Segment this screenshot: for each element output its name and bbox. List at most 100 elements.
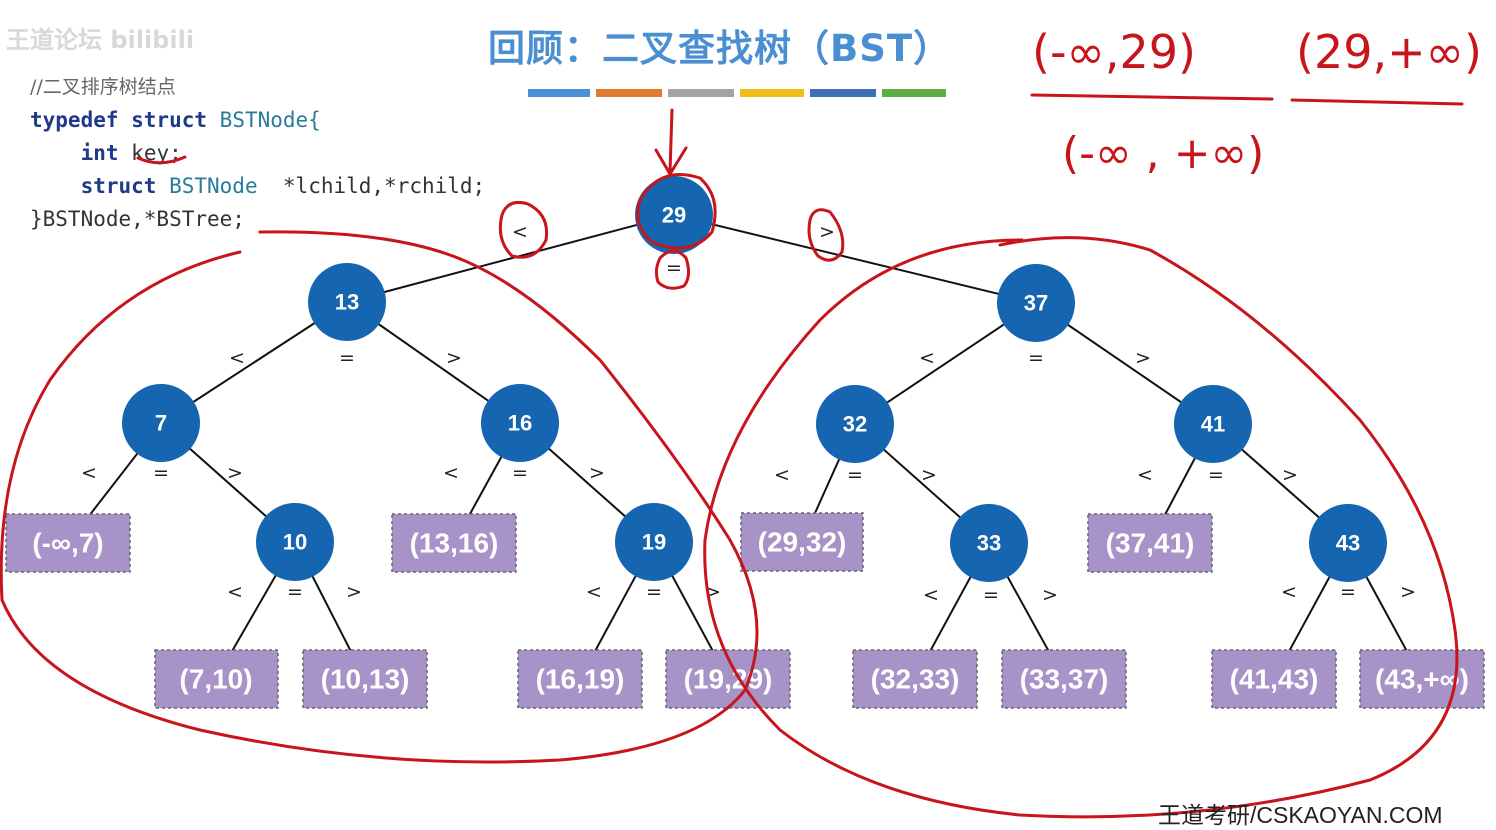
node-key: 7 <box>155 411 167 436</box>
interval-label: (13,16) <box>410 528 499 559</box>
red-circle-root <box>636 173 717 250</box>
tree-node: 41 <box>1174 385 1252 463</box>
interval-leaf: (29,32) <box>740 512 864 572</box>
tree-node: 13 <box>308 263 386 341</box>
greater-than-label: > <box>227 462 243 484</box>
tree-node: 7 <box>122 384 200 462</box>
tree-node: 10 <box>256 503 334 581</box>
equal-label: = <box>512 462 528 484</box>
interval-label: (10,13) <box>321 664 410 695</box>
interval-leaf: (7,10) <box>154 649 279 709</box>
red-key-underline <box>136 155 187 165</box>
node-key: 43 <box>1336 531 1360 556</box>
color-bar <box>528 89 590 97</box>
less-than-label: < <box>227 581 243 603</box>
interval-label: (37,41) <box>1106 528 1195 559</box>
red-underline-right-range <box>1290 98 1464 106</box>
red-loop-right-subtree <box>703 236 1459 819</box>
red-circle-less <box>498 200 549 259</box>
red-circle-equal <box>654 249 691 290</box>
color-bar <box>810 89 876 97</box>
code-keyword: typedef struct <box>30 108 208 132</box>
interval-label: (29,32) <box>758 527 847 558</box>
color-bar <box>596 89 662 97</box>
interval-leaf: (13,16) <box>391 513 517 573</box>
less-than-label: < <box>1137 464 1153 486</box>
equal-label: = <box>1028 347 1044 369</box>
code-keyword: struct <box>80 174 157 198</box>
node-key: 32 <box>843 412 867 437</box>
less-than-label: < <box>81 462 97 484</box>
leaf-intervals: (-∞,7) (13,16) (29,32) (37,41) (7,10) (1… <box>5 512 1485 709</box>
less-than-label: < <box>923 584 939 606</box>
footer-brand: 王道考研/CSKAOYAN.COM <box>1158 802 1443 828</box>
tree-node: 29 <box>635 176 713 254</box>
tree-node: 16 <box>481 384 559 462</box>
interval-leaf: (33,37) <box>1001 649 1127 709</box>
color-bar <box>668 89 734 97</box>
tree-edge <box>346 214 675 303</box>
greater-than-label: > <box>921 464 937 486</box>
equal-label: = <box>1340 581 1356 603</box>
less-than-label: < <box>774 464 790 486</box>
handwritten-annotations: (-∞,29) (29,+∞) (-∞ , +∞) <box>0 25 1482 819</box>
slide-title: 回顾：二叉查找树（BST） <box>488 27 952 70</box>
tree-node: 33 <box>950 504 1028 582</box>
equal-label: = <box>153 462 169 484</box>
greater-than-label: > <box>1400 581 1416 603</box>
code-type: BSTNode <box>169 174 258 198</box>
greater-than-label: > <box>1135 347 1151 369</box>
equal-label: = <box>287 581 303 603</box>
less-than-label: < <box>512 221 528 243</box>
node-key: 29 <box>662 203 686 228</box>
node-key: 33 <box>977 531 1001 556</box>
tree-node: 19 <box>615 503 693 581</box>
interval-label: (41,43) <box>1230 664 1319 695</box>
interval-label: (19,29) <box>684 664 773 695</box>
interval-label: (16,19) <box>536 664 625 695</box>
interval-leaf: (-∞,7) <box>5 513 131 573</box>
greater-than-label: > <box>819 221 835 243</box>
color-bar <box>740 89 804 97</box>
less-than-label: < <box>586 581 602 603</box>
interval-leaf: (32,33) <box>852 649 978 709</box>
full-range-annotation: (-∞ , +∞) <box>1062 128 1264 179</box>
equal-label: = <box>1208 464 1224 486</box>
interval-label: (-∞,7) <box>32 528 103 559</box>
code-comment: //二叉排序树结点 <box>30 76 176 98</box>
less-than-label: < <box>1281 581 1297 603</box>
left-range-annotation: (-∞,29) <box>1032 25 1196 79</box>
interval-leaf: (10,13) <box>302 649 428 709</box>
code-keyword: int <box>80 141 119 165</box>
greater-than-label: > <box>1042 584 1058 606</box>
greater-than-label: > <box>589 462 605 484</box>
red-loop-left-subtree <box>0 230 759 764</box>
less-than-label: < <box>919 347 935 369</box>
interval-leaf: (43,+∞) <box>1359 649 1485 709</box>
code-type: BSTNode{ <box>219 108 321 132</box>
interval-label: (32,33) <box>871 664 960 695</box>
tree-node: 37 <box>997 264 1075 342</box>
node-key: 16 <box>508 411 532 436</box>
red-circle-greater <box>807 208 845 262</box>
equal-label: = <box>646 581 662 603</box>
equal-label: = <box>339 347 355 369</box>
equal-label: = <box>983 584 999 606</box>
node-key: 41 <box>1201 412 1225 437</box>
node-key: 37 <box>1024 291 1048 316</box>
interval-leaf: (37,41) <box>1087 513 1213 573</box>
greater-than-label: > <box>1282 464 1298 486</box>
tree-edge <box>673 214 1037 304</box>
node-key: 13 <box>335 290 359 315</box>
tree-node: 43 <box>1309 504 1387 582</box>
node-key: 19 <box>642 530 666 555</box>
less-than-label: < <box>443 462 459 484</box>
equal-label: = <box>847 464 863 486</box>
interval-leaf: (16,19) <box>517 649 643 709</box>
watermark: 王道论坛 bilibili <box>6 26 195 54</box>
equal-label: = <box>666 257 682 279</box>
node-key: 10 <box>283 530 307 555</box>
interval-leaf: (41,43) <box>1211 649 1337 709</box>
